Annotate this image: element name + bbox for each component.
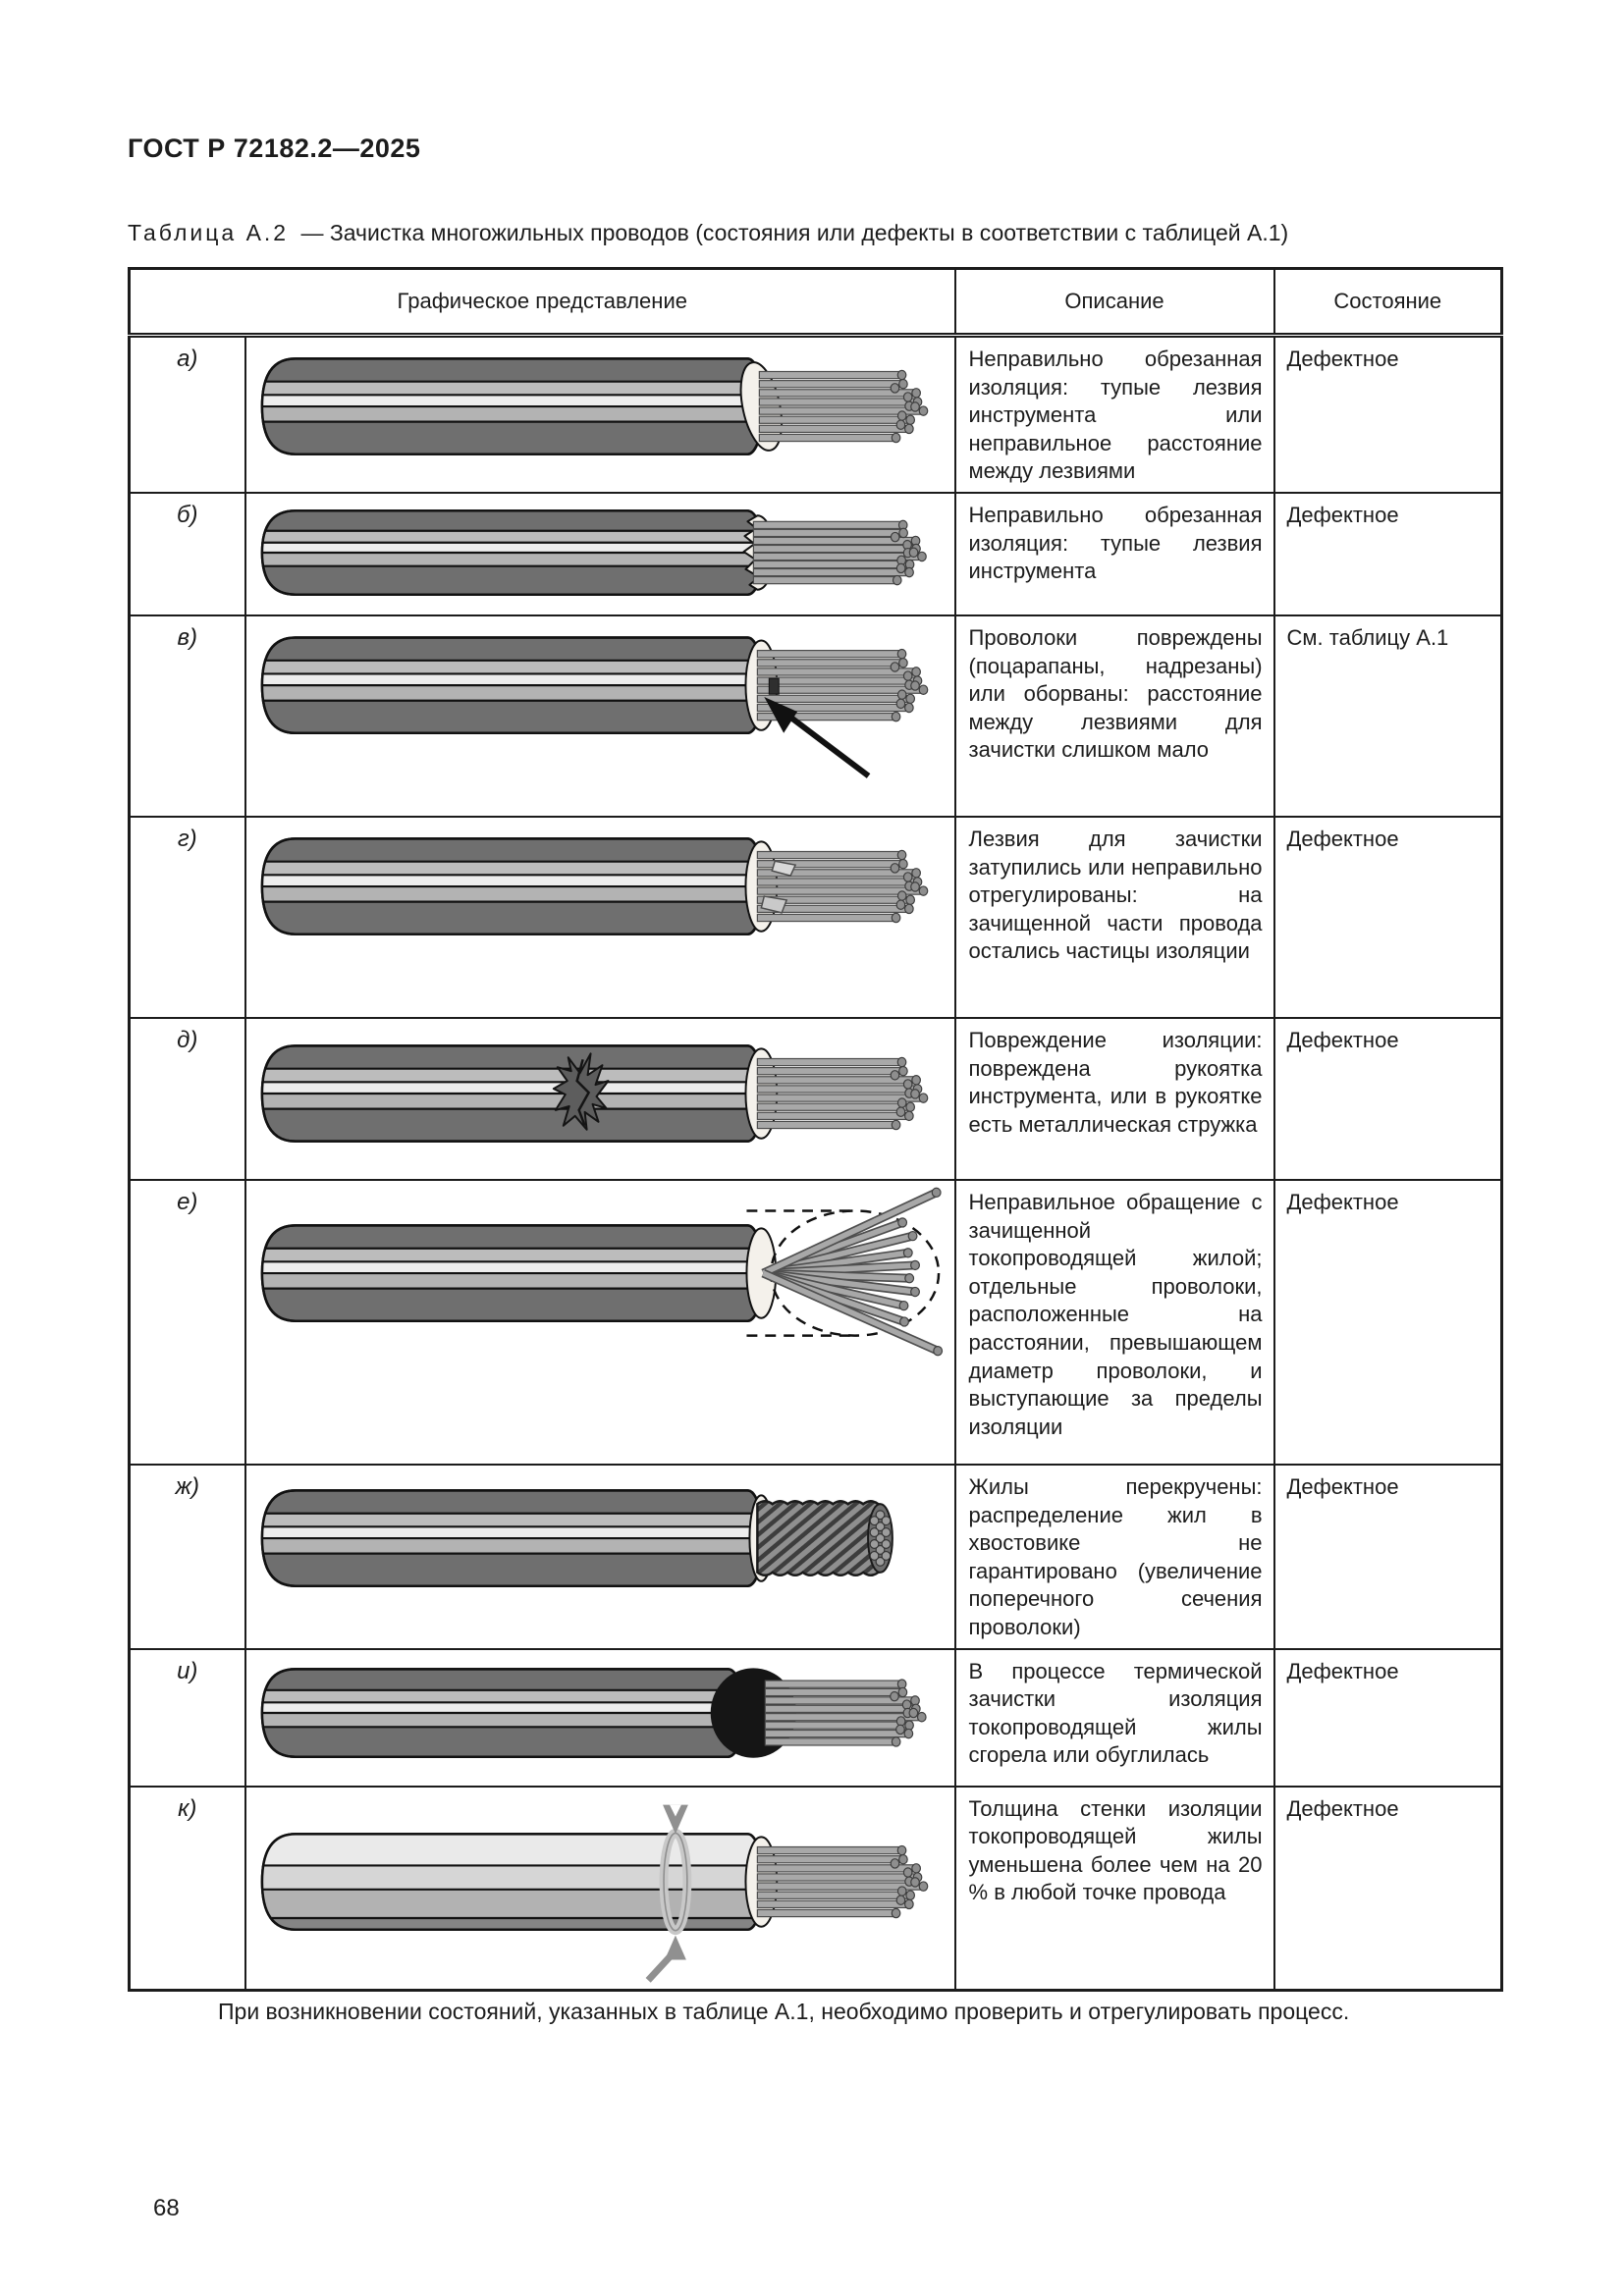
row-description: Неправильно обрезанная изоляция: тупые л…	[953, 491, 1275, 616]
row-state: Дефектное	[1272, 1463, 1503, 1650]
row-description: Толщина стенки изоляции токопроводящей ж…	[953, 1785, 1275, 1992]
footnote: При возникновении состояний, указанных в…	[218, 1999, 1350, 2024]
table-row: д) Повреждение изоляции: повреждена рукоя…	[128, 1016, 1503, 1181]
row-state: Дефектное	[1272, 1178, 1503, 1466]
wire-illustration-slanted-cut-insulation	[260, 357, 928, 455]
row-state: Дефектное	[1272, 815, 1503, 1019]
table-row: в) Проволоки повреждены (поцарапаны, надр…	[128, 614, 1503, 818]
row-state: Дефектное	[1272, 491, 1503, 616]
table-row: г) Лезвия для зачистки затупились или неп…	[128, 815, 1503, 1019]
table-title-text: — Зачистка многожильных проводов (состоя…	[300, 220, 1289, 245]
row-graphic-cell	[244, 1178, 956, 1466]
row-graphic-cell	[244, 334, 956, 494]
row-state: Дефектное	[1272, 334, 1503, 494]
row-label: д)	[128, 1016, 246, 1181]
table-title: Таблица А.2 — Зачистка многожильных пров…	[128, 220, 1502, 246]
row-state: См. таблицу А.1	[1272, 614, 1503, 818]
column-header-description: Описание	[953, 267, 1275, 338]
row-graphic-cell	[244, 1785, 956, 1992]
row-graphic-cell	[244, 1016, 956, 1181]
row-description: Жилы перекручены: распределение жил в хв…	[953, 1463, 1275, 1650]
table-row: к) Толщина стенки изоляции токопроводящей…	[128, 1785, 1503, 1992]
row-label: г)	[128, 815, 246, 1019]
wire-illustration-reduced-wall-thickness	[260, 1804, 928, 1983]
wire-illustration-damaged-strands-arrow	[260, 636, 928, 778]
row-description: Проволоки повреждены (поцарапаны, надрез…	[953, 614, 1275, 818]
row-state: Дефектное	[1272, 1016, 1503, 1181]
row-description: Неправильное обращение с зачищенной токо…	[953, 1178, 1275, 1466]
wire-illustration-torn-insulation	[260, 1044, 928, 1143]
row-description: Неправильно обрезанная изоляция: тупые л…	[953, 334, 1275, 494]
table-title-label: Таблица А.2	[128, 220, 290, 245]
wire-illustration-splayed-strands	[260, 1187, 943, 1357]
wire-illustration-insulation-particles	[260, 837, 928, 935]
row-label: в)	[128, 614, 246, 818]
row-description: В процессе термической зачистки изоляция…	[953, 1647, 1275, 1788]
row-graphic-cell	[244, 1647, 956, 1788]
defects-table: Графическое представление Описание Состо…	[128, 267, 1504, 1992]
table-row: и) В процессе термической зачистки изоляц…	[128, 1647, 1503, 1788]
row-label: ж)	[128, 1463, 246, 1650]
table-row: е) Неправильное обращение с зачищенной то…	[128, 1178, 1503, 1466]
row-graphic-cell	[244, 1463, 956, 1650]
row-label: а)	[128, 334, 246, 494]
row-state: Дефектное	[1272, 1647, 1503, 1788]
wire-illustration-charred-insulation	[260, 1667, 927, 1758]
wire-illustration-ragged-cut-insulation	[260, 509, 927, 596]
table-row: ж) Жилы перекручены: распределение жил в …	[128, 1463, 1503, 1650]
row-graphic-cell	[244, 614, 956, 818]
row-label: е)	[128, 1178, 246, 1466]
row-label: б)	[128, 491, 246, 616]
wire-illustration-twisted-strands	[260, 1489, 893, 1587]
column-header-graphic: Графическое представление	[128, 267, 956, 338]
document-header: ГОСТ Р 72182.2—2025	[128, 133, 421, 163]
page-number: 68	[153, 2195, 180, 2221]
row-description: Лезвия для зачистки затупились или непра…	[953, 815, 1275, 1019]
table-row: б) Неправильно обрезанная изоляция: тупые…	[128, 491, 1503, 616]
row-label: и)	[128, 1647, 246, 1788]
column-header-state: Состояние	[1272, 267, 1503, 338]
table-header-row: Графическое представление Описание Состо…	[128, 267, 1503, 338]
row-description: Повреждение изоляции: повреждена рукоятк…	[953, 1016, 1275, 1181]
row-label: к)	[128, 1785, 246, 1992]
row-graphic-cell	[244, 815, 956, 1019]
row-graphic-cell	[244, 491, 956, 616]
table-row: а) Неправильно обрезанная изоляция: тупые…	[128, 334, 1503, 494]
row-state: Дефектное	[1272, 1785, 1503, 1992]
